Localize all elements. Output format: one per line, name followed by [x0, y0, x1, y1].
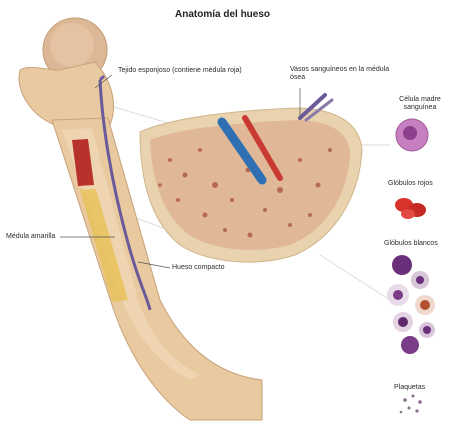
white-blood-cells — [387, 255, 435, 354]
magnified-section — [140, 95, 362, 262]
label-red-blood-cells: Glóbulos rojos — [388, 180, 433, 188]
label-platelets: Plaquetas — [394, 384, 425, 392]
label-white-blood-cells: Glóbulos blancos — [384, 240, 438, 248]
red-blood-cells — [395, 198, 426, 219]
label-blood-vessels: Vasos sanguíneos en la médula ósea — [290, 66, 390, 82]
diagram-title: Anatomía del hueso — [175, 9, 270, 20]
label-compact-bone: Hueso compacto — [172, 264, 225, 272]
platelets — [400, 395, 422, 414]
label-yellow-marrow: Médula amarilla — [6, 233, 55, 241]
label-spongy-bone: Tejido esponjoso (contiene médula roja) — [118, 67, 242, 75]
label-stem-cell: Célula madre sanguínea — [385, 96, 455, 112]
cells-column — [387, 119, 435, 413]
